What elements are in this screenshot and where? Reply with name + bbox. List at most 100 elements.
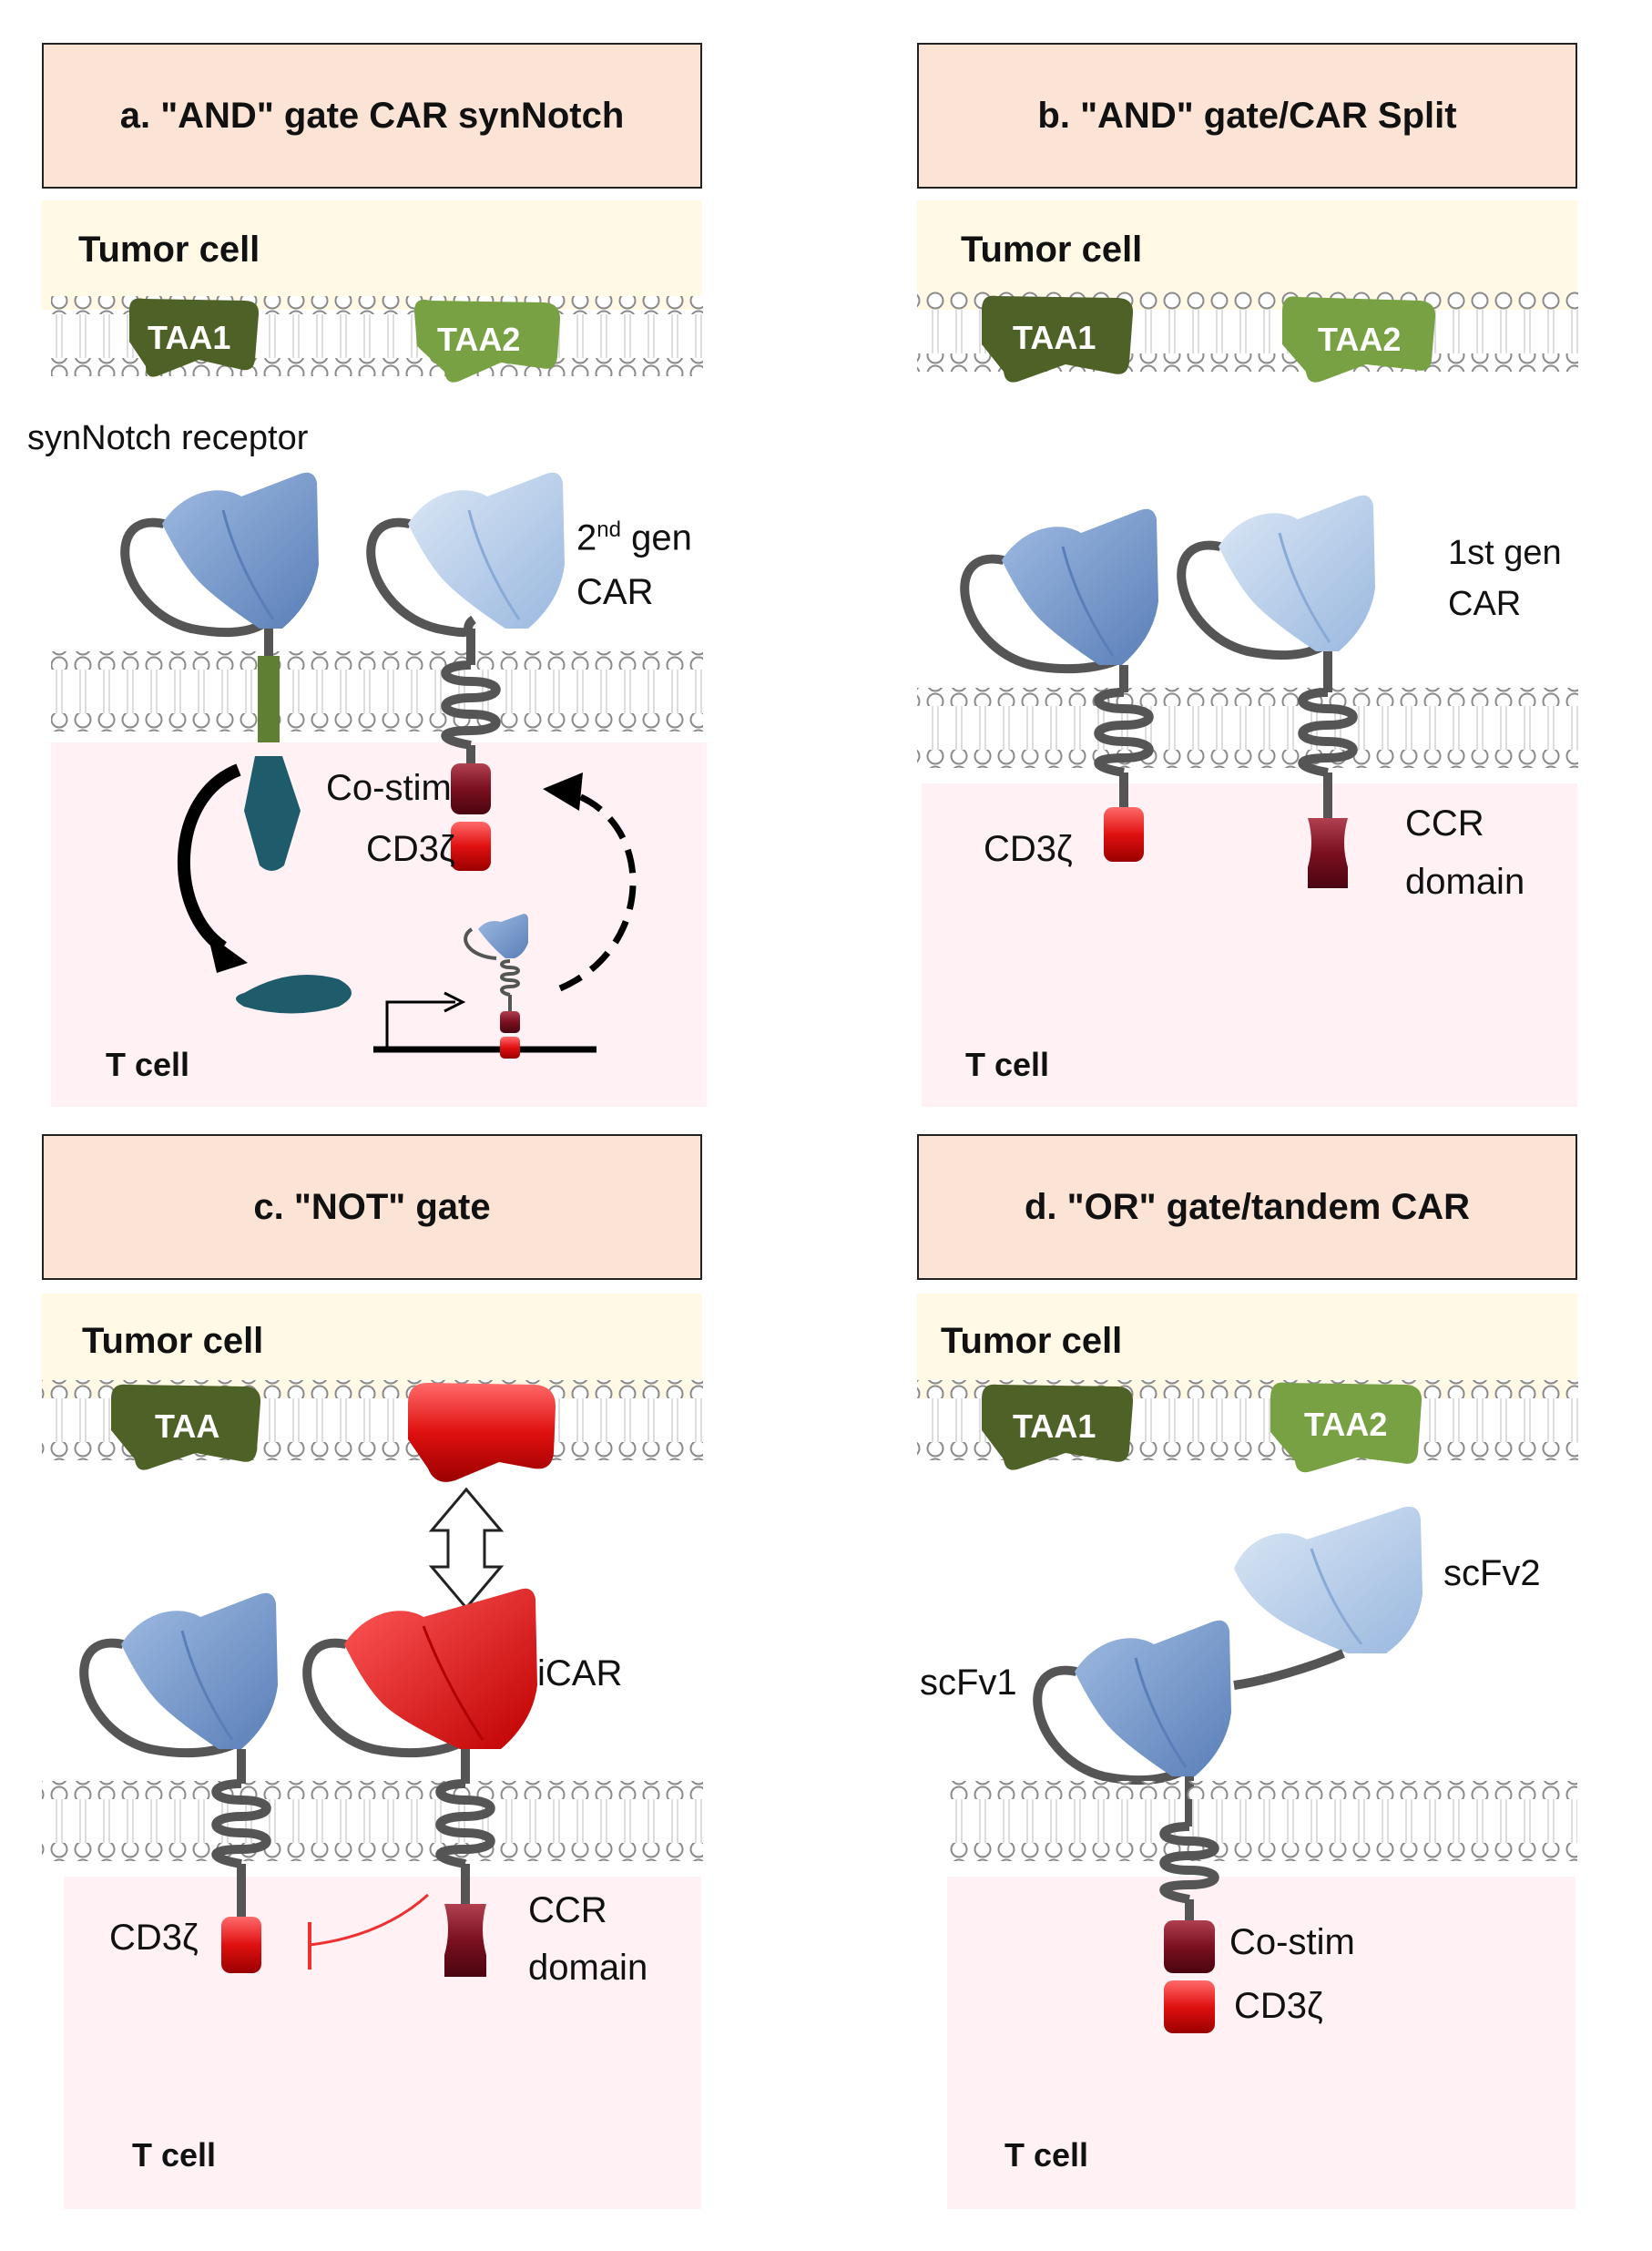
ccr-domain	[444, 1904, 486, 1977]
costim-domain	[1164, 1920, 1215, 1973]
panel-d-cd3z-label: CD3ζ	[1234, 1986, 1323, 2026]
panel-a-title: a. "AND" gate CAR synNotch	[119, 95, 625, 136]
panel-a-title-box: a. "AND" gate CAR synNotch	[42, 43, 702, 189]
scfv1-linker	[1033, 1665, 1192, 1785]
panel-a-cd3z-label: CD3ζ	[366, 829, 455, 869]
membrane-tails	[947, 1799, 1577, 1843]
car-c1-scfv	[121, 1592, 278, 1749]
scfv-fold-line	[1310, 1548, 1363, 1645]
membrane-bead-row	[51, 713, 703, 732]
panel-c-cd3z-label: CD3ζ	[109, 1918, 199, 1958]
panel-b-graphics	[917, 292, 1578, 888]
car-c1-tm-coil	[211, 1779, 271, 1868]
panel-b-title: b. "AND" gate/CAR Split	[1037, 95, 1457, 136]
taa2-antigen	[1282, 296, 1436, 383]
panel-a-car-gen-label: 2nd gen	[576, 517, 692, 558]
panel-c-tcell-region	[64, 1877, 701, 2209]
panel-d-graphics	[917, 1380, 1578, 2033]
panel-d-tumor-label: Tumor cell	[941, 1321, 1123, 1361]
icar-label: iCAR	[537, 1653, 623, 1693]
car-c1-linker	[79, 1638, 245, 1758]
car-b1-scfv	[1002, 508, 1158, 665]
panel-d-title: d. "OR" gate/tandem CAR	[1024, 1186, 1471, 1227]
car2-scfv	[408, 472, 565, 629]
panel-b-tcell-region	[922, 783, 1577, 1107]
mini-costim	[500, 1011, 520, 1033]
ccr-domain	[1308, 818, 1348, 888]
synnotch-stalk	[264, 629, 273, 656]
panel-c-title: c. "NOT" gate	[253, 1186, 491, 1227]
car-b2-linker	[1177, 540, 1332, 660]
taa1-antigen	[982, 295, 1134, 383]
taa2-antigen	[1270, 1382, 1423, 1473]
membrane-bead-row	[51, 651, 703, 670]
inhibition-line	[309, 1893, 430, 1947]
expression-dashed-arrow	[558, 789, 637, 992]
car-b1-tm-coil	[1094, 688, 1154, 777]
cleavage-arrowhead	[208, 934, 248, 973]
scfv2-label: scFv2	[1443, 1553, 1541, 1593]
taa1-antigen	[982, 1384, 1134, 1470]
synnotch-tf-domain	[244, 756, 301, 871]
car2-hinge	[466, 629, 475, 665]
synnotch-linker	[120, 517, 272, 638]
synnotch-scfv-fill	[162, 472, 319, 629]
car-b2-tm-coil	[1298, 688, 1358, 777]
membrane-tails	[917, 706, 1578, 750]
scfv-fold-line	[467, 509, 521, 620]
panel-d-tcell-region	[947, 1877, 1576, 2209]
car-d-tm-coil	[1159, 1822, 1219, 1904]
tandem-linker	[1233, 1649, 1345, 1690]
costim-domain	[451, 763, 491, 814]
cd3z-domain	[1104, 807, 1144, 862]
panel-b-title-box: b. "AND" gate/CAR Split	[917, 43, 1577, 189]
icar-tm-coil	[435, 1779, 495, 1868]
panel-d-title-box: d. "OR" gate/tandem CAR	[917, 1134, 1577, 1280]
taa-antigen	[111, 1384, 261, 1470]
panel-a-tcell-label: T cell	[106, 1046, 190, 1083]
panel-b-domain-label: domain	[1405, 862, 1525, 902]
panel-a-costim-label: Co-stim	[326, 768, 452, 808]
scfv-fold-line	[422, 1625, 484, 1741]
taa2-antigen	[414, 299, 560, 383]
mini-cd3z	[500, 1037, 520, 1059]
panel-d-taa1-label: TAA1	[1013, 1407, 1096, 1445]
panel-c-ccr-label: CCR	[528, 1890, 607, 1930]
panel-a-taa2-label: TAA2	[437, 321, 521, 358]
panel-c-graphics	[42, 1380, 703, 1977]
mini-car-scfv	[478, 914, 528, 958]
promoter-arrow	[385, 1000, 455, 1048]
cd3z-domain	[1164, 1980, 1215, 2033]
panel-b-tcell-label: T cell	[965, 1046, 1050, 1083]
membrane-tails	[42, 1799, 703, 1843]
membrane-bead-row	[42, 1843, 703, 1861]
panel-d-taa2-label: TAA2	[1304, 1406, 1388, 1443]
promoter-arrowhead	[444, 991, 466, 1013]
panel-b-ccr-label: CCR	[1405, 803, 1484, 844]
taa1-antigen	[129, 298, 260, 377]
scfv2	[1234, 1506, 1423, 1653]
notch-core-segment	[258, 656, 280, 742]
panel-b-car-label: CAR	[1448, 585, 1522, 623]
scfv1	[1075, 1620, 1231, 1776]
scfv-fold-line	[180, 1630, 234, 1741]
panel-c-tcell-label: T cell	[132, 2136, 217, 2174]
cleavage-arrow	[177, 763, 241, 953]
scfv-fold-line	[1278, 532, 1331, 643]
panel-b-taa2-label: TAA2	[1318, 321, 1402, 358]
panel-a-tumor-region	[42, 200, 702, 310]
panel-a-car-label: CAR	[576, 572, 654, 612]
car2-tm-coil	[441, 660, 501, 750]
mini-car-coil	[500, 959, 520, 997]
icar-linker	[302, 1638, 469, 1758]
membrane-bead-row	[917, 688, 1578, 706]
cd3z-domain	[221, 1917, 261, 1973]
panel-b-cd3z-label: CD3ζ	[984, 829, 1073, 869]
panel-d-costim-label: Co-stim	[1229, 1922, 1355, 1962]
membrane-bead-row	[917, 750, 1578, 768]
scfv-fold-line	[1134, 1657, 1188, 1768]
panel-a-tumor-label: Tumor cell	[78, 230, 260, 270]
scfv-fold-line	[1061, 546, 1115, 657]
membrane-tails	[51, 670, 703, 713]
